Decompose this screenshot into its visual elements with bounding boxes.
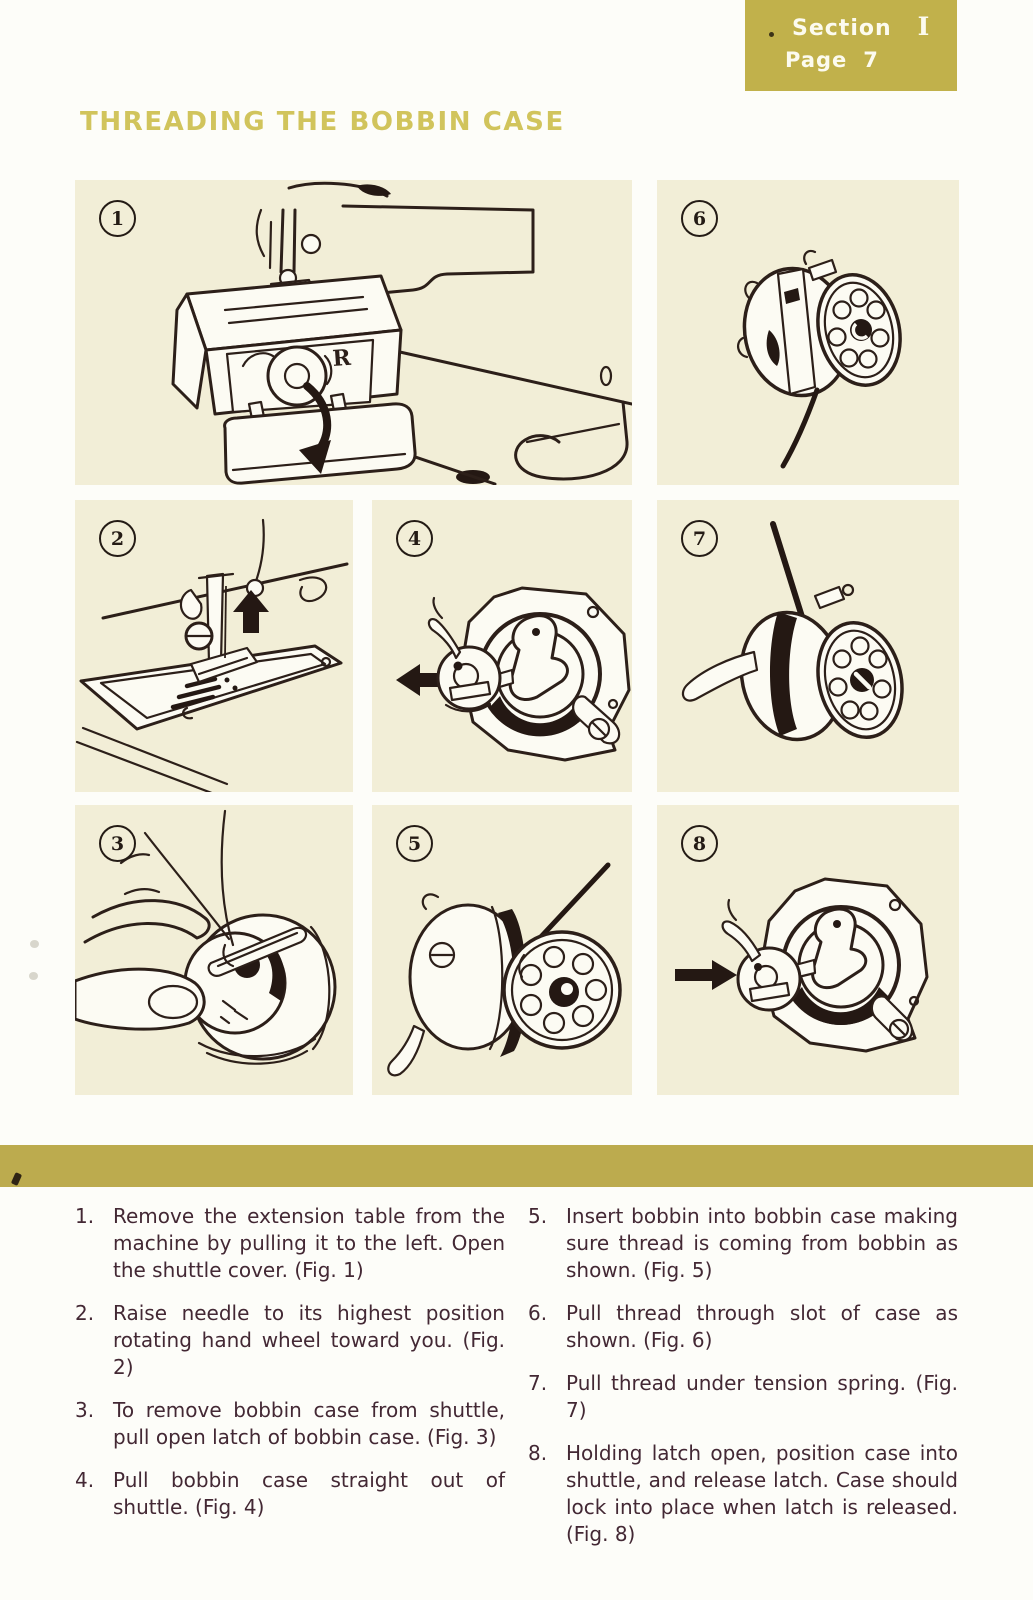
figure-number: 1 (110, 207, 125, 230)
latch-hook (387, 1024, 426, 1077)
figure-panel-7: 7 (657, 500, 959, 792)
figure-panel-6: 6 (657, 180, 959, 485)
figure-number-badge: 8 (681, 825, 718, 862)
figure-panel-8: 8 (657, 805, 959, 1095)
bobbin-case (427, 596, 502, 713)
pull-case-from-shuttle-arrow-left-illustration (396, 586, 631, 762)
figure-number-badge: 3 (99, 825, 136, 862)
page-title: THREADING THE BOBBIN CASE (80, 107, 565, 137)
raise-needle-arrow-up-illustration (75, 518, 349, 792)
right-arrow (675, 960, 737, 990)
page-word: Page (785, 48, 848, 72)
gold-divider-bar (0, 1145, 1033, 1187)
figure-number-badge: 1 (99, 200, 136, 237)
figure-number: 8 (692, 832, 707, 855)
open-cover-arrow (299, 382, 331, 474)
instruction-text: Pull thread under tension spring. (Fig. … (566, 1371, 958, 1422)
instruction-item-2: 2. Raise needle to its highest position … (75, 1300, 505, 1381)
instruction-item-3: 3. To remove bobbin case from shuttle, p… (75, 1397, 505, 1451)
bobbin-inserted-in-case-illustration (387, 862, 622, 1077)
bobbin-case (721, 898, 802, 1012)
instruction-text: To remove bobbin case from shuttle, pull… (113, 1398, 505, 1449)
instruction-number: 8. (528, 1441, 548, 1465)
figure-panel-4: 4 (372, 500, 632, 792)
section-numeral: I (917, 12, 931, 41)
instruction-text: Holding latch open, position case into s… (566, 1441, 958, 1546)
ink-mark (10, 1172, 23, 1186)
instruction-number: 6. (528, 1301, 548, 1325)
instruction-text: Pull thread through slot of case as show… (566, 1301, 958, 1352)
figure-number-badge: 6 (681, 200, 718, 237)
instruction-number: 4. (75, 1468, 95, 1492)
figure-panel-1: 1 (75, 180, 632, 485)
instruction-number: 5. (528, 1204, 548, 1228)
figure-number-badge: 5 (396, 825, 433, 862)
ink-speck (769, 32, 774, 37)
figure-number: 2 (110, 527, 125, 550)
instruction-number: 1. (75, 1204, 95, 1228)
instruction-item-4: 4. Pull bobbin case straight out of shut… (75, 1467, 505, 1521)
instruction-number: 3. (75, 1398, 95, 1422)
figure-number-badge: 4 (396, 520, 433, 557)
instruction-text: Pull bobbin case straight out of shuttle… (113, 1468, 505, 1519)
figure-panel-2: 2 (75, 500, 353, 792)
thread-through-slot-illustration (737, 249, 902, 469)
section-word: Section (792, 16, 892, 41)
instruction-text: Remove the extension table from the mach… (113, 1204, 505, 1282)
instruction-item-1: 1. Remove the extension table from the m… (75, 1203, 505, 1284)
instruction-item-6: 6. Pull thread through slot of case as s… (528, 1300, 958, 1354)
compartment-letter: R (332, 345, 353, 372)
tension-spring (681, 650, 759, 702)
paper-speck (29, 972, 38, 980)
machine-open-shuttle-cover-illustration: R (171, 181, 632, 485)
section-page-badge: Section I Page 7 (745, 0, 957, 91)
figure-panel-3: 3 (75, 805, 353, 1095)
left-arrow (396, 664, 444, 696)
instruction-number: 7. (528, 1371, 548, 1395)
up-arrow (233, 590, 269, 633)
figure-number: 7 (692, 527, 707, 550)
fingers-open-latch-illustration (75, 809, 337, 1065)
case-into-shuttle-arrow-right-illustration (675, 877, 929, 1053)
instruction-text: Raise needle to its highest position rot… (113, 1301, 505, 1379)
thread (220, 809, 235, 947)
instructions-left-column: 1. Remove the extension table from the m… (75, 1203, 505, 1537)
thread (780, 387, 820, 469)
instruction-item-7: 7. Pull thread under tension spring. (Fi… (528, 1370, 958, 1424)
instruction-number: 2. (75, 1301, 95, 1325)
paper-speck (30, 940, 39, 948)
instruction-item-5: 5. Insert bobbin into bobbin case making… (528, 1203, 958, 1284)
figure-number: 5 (407, 832, 422, 855)
figure-number-badge: 7 (681, 520, 718, 557)
figure-number: 4 (407, 527, 422, 550)
thread-under-tension-spring-illustration (681, 521, 904, 742)
instructions-right-column: 5. Insert bobbin into bobbin case making… (528, 1203, 958, 1564)
figure-number-badge: 2 (99, 520, 136, 557)
figure-panel-5: 5 (372, 805, 632, 1095)
figure-number: 3 (110, 832, 125, 855)
page-number: 7 (863, 48, 879, 72)
figure-number: 6 (692, 207, 707, 230)
instruction-item-8: 8. Holding latch open, position case int… (528, 1440, 958, 1548)
instruction-text: Insert bobbin into bobbin case making su… (566, 1204, 958, 1282)
hand-fingers (75, 888, 211, 1031)
